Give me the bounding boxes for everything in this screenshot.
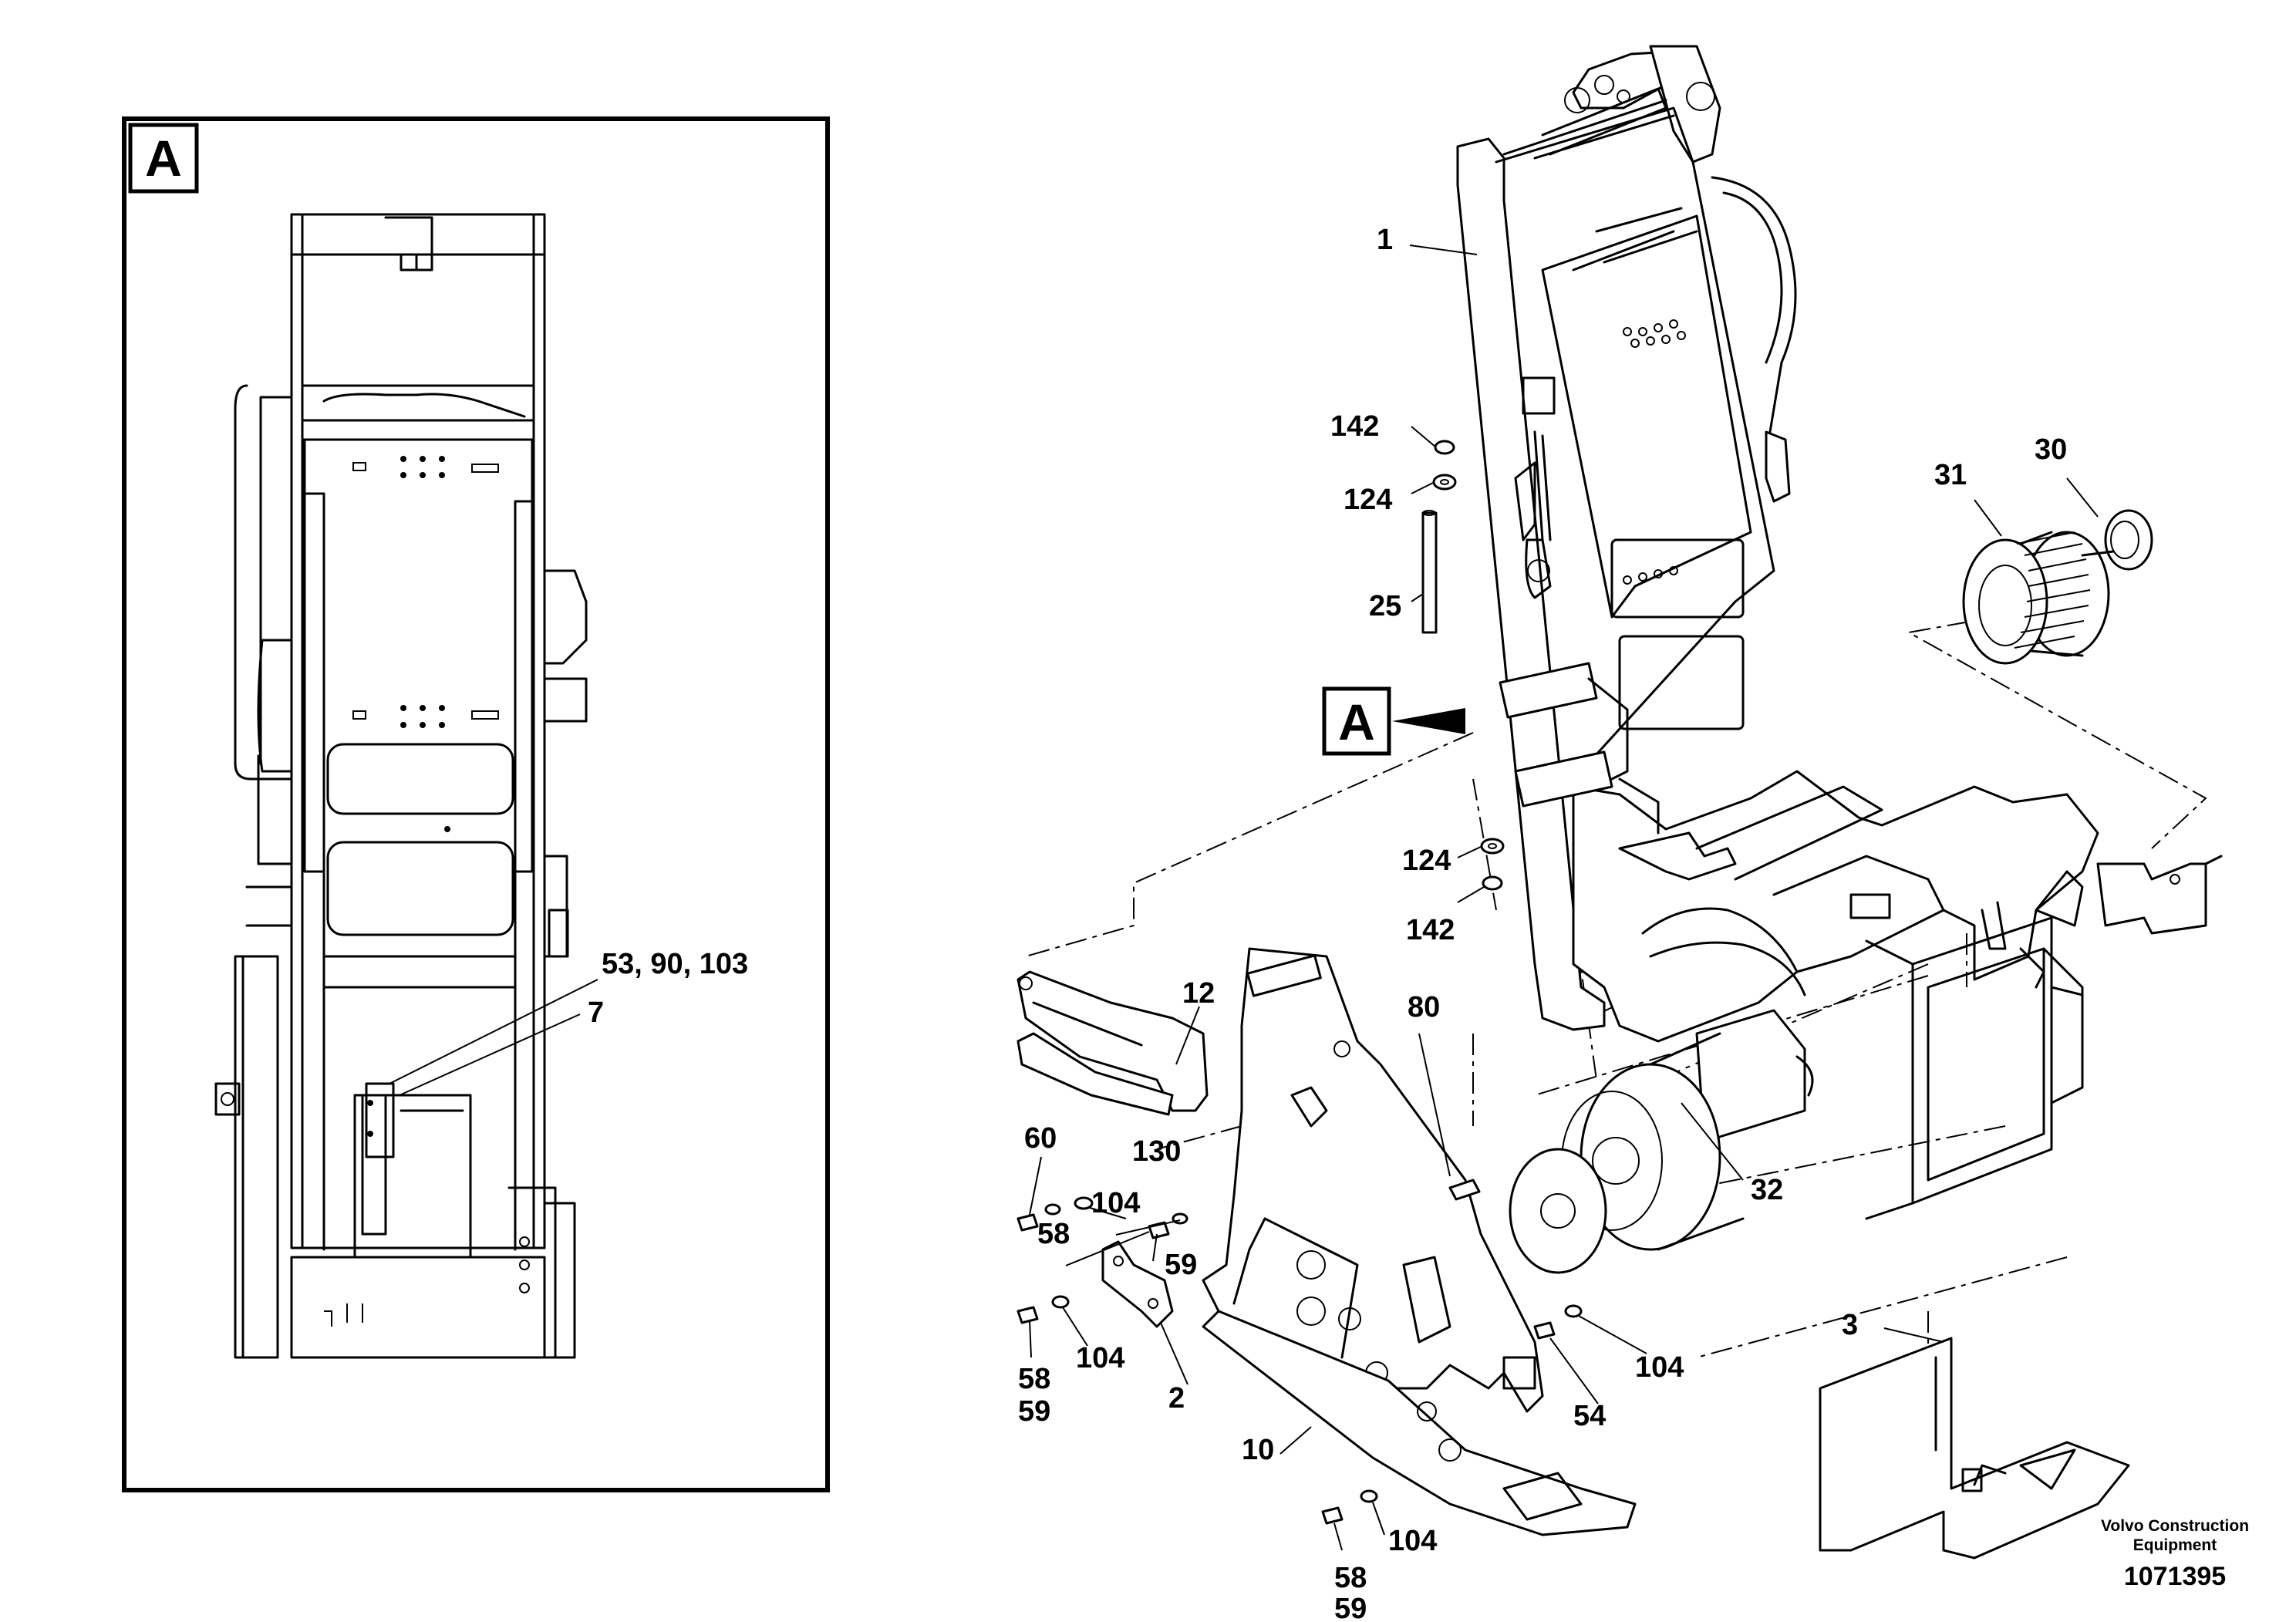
callout-58-bottom: 58 [1334,1562,1367,1594]
callout-31: 31 [1934,459,1967,491]
plate-10-drawing [1202,947,1544,1413]
footer: Volvo Construction Equipment 1071395 [2101,1517,2249,1591]
callout-59-left: 59 [1018,1395,1050,1428]
pin-25-drawing [1421,440,1505,891]
callout-124-top: 124 [1344,484,1392,516]
callout-12: 12 [1182,977,1215,1010]
pulley-31-drawing [1962,531,2110,665]
view-marker-a: A [1322,686,1465,756]
main-exploded-view: A [1017,45,2223,1622]
callout-53-90-103: 53, 90, 103 [602,948,748,980]
view-marker-box [1322,686,1391,756]
brand-line-2: Equipment [2133,1536,2217,1554]
callout-60: 60 [1024,1122,1057,1155]
detail-view-a: A [122,116,830,1492]
callout-25: 25 [1369,590,1401,622]
callout-59-upper: 59 [1165,1249,1197,1281]
callout-54: 54 [1573,1400,1606,1432]
base-plate-drawing [1202,1310,1637,1536]
plate-2-drawing [1101,1240,1174,1328]
callout-58-upper: 58 [1037,1218,1070,1250]
document-number: 1071395 [2124,1562,2226,1591]
callout-104-left: 104 [1076,1342,1124,1374]
callout-104-right: 104 [1635,1351,1684,1384]
motor-32-drawing [1509,1009,1814,1274]
bearing-30-drawing [2081,509,2153,571]
leader-lines [1029,244,2099,1551]
callout-124-bottom: 124 [1402,845,1451,877]
callouts: 1 142 124 25 124 142 31 30 12 80 60 130 … [1018,224,2067,1622]
view-arrow-icon [1392,708,1465,734]
leader-53-90-103 [389,979,598,1084]
callout-32: 32 [1751,1174,1783,1206]
callout-142-top: 142 [1330,410,1379,443]
callout-2: 2 [1168,1382,1185,1415]
callout-3: 3 [1842,1309,1858,1341]
callout-59-bottom: 59 [1334,1593,1367,1622]
callout-142-bottom: 142 [1406,914,1455,946]
guard-3-drawing [1819,1337,2130,1560]
leader-7 [399,1013,581,1096]
callout-104-upper: 104 [1091,1187,1140,1219]
view-marker-label: A [1338,693,1375,750]
callout-104-bottom: 104 [1388,1525,1437,1557]
bolt-80-icon [1448,1179,1481,1201]
frame-front-drawing [214,213,588,1359]
callout-80: 80 [1408,991,1440,1023]
callout-10: 10 [1242,1434,1274,1466]
detail-view-label: A [145,130,182,187]
callout-58-left: 58 [1018,1363,1050,1395]
frame-1-drawing [1456,45,2223,1220]
bracket-12-drawing [1017,970,1209,1116]
brand-line-1: Volvo Construction [2101,1517,2249,1535]
bolt-60-icon [1017,1213,1039,1232]
detail-view-frame [122,116,830,1492]
callout-130: 130 [1132,1135,1181,1168]
callout-1: 1 [1377,224,1393,256]
detail-view-label-box [128,123,199,194]
fasteners-drawing [1017,1179,1583,1525]
callout-30: 30 [2035,433,2067,466]
callout-7: 7 [588,996,604,1029]
